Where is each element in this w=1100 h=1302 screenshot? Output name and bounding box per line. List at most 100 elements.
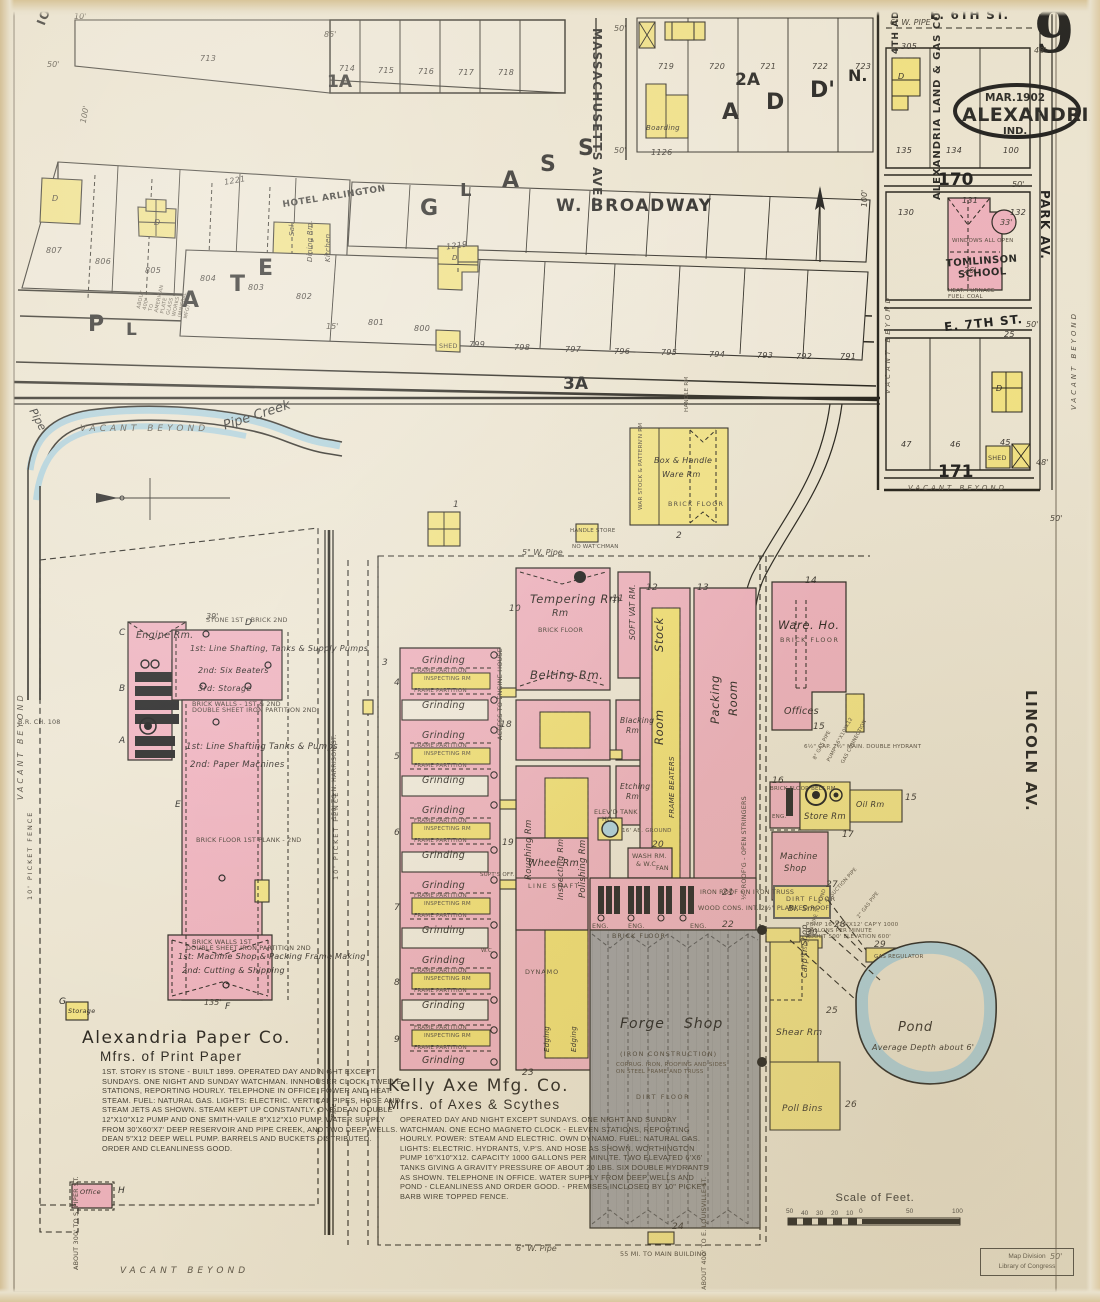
kelly-room-blacking: Blacking: [620, 716, 655, 725]
dim-50-a: 50': [47, 60, 60, 69]
label-storage-g: Storage: [68, 1007, 96, 1015]
hotel-room-dining: Dining Rm.: [306, 220, 314, 262]
paper-dim-a: 39': [206, 612, 219, 621]
kelly-frame-part-2: FRAME PARTITION: [414, 688, 467, 694]
unit-num-18: 18: [500, 720, 513, 730]
street-iowa-ave: IOWA AVE.: [34, 0, 78, 27]
title-date: MAR.1902: [985, 92, 1046, 104]
kelly-note-pipe-2: PUMP 16"x10"x12: [826, 716, 855, 763]
paper-dim-b: 135': [204, 998, 222, 1007]
scale-tick-50r: 50: [906, 1208, 914, 1215]
kelly-insp-4: Inspecting Rm: [424, 901, 471, 907]
lot-25: 25: [1004, 330, 1015, 339]
word-glass-s1: S: [540, 152, 556, 177]
unit-num-27: 27: [826, 880, 839, 890]
kelly-room-grinding-10: Grinding: [422, 1000, 466, 1011]
word-glass-g: G: [420, 196, 439, 221]
unit-num-28: 28: [834, 920, 847, 930]
note-bottom-left: ABOUT 300' TO S. PIPER ST.: [72, 1176, 80, 1270]
kelly-room-blacking-rm: Rm: [626, 726, 640, 735]
paper-room-machine-shop: 1st: Machine Shop & Packing Frame Making: [178, 952, 366, 961]
scale-tick-30: 30: [816, 1210, 824, 1217]
dim-10-a: 10': [74, 12, 87, 21]
kelly-room-grinding-2: Grinding: [422, 700, 466, 711]
unit-num-11: 11: [612, 594, 625, 604]
lot-721: 721: [760, 62, 777, 71]
unit-num-29: 29: [874, 940, 887, 950]
library-of-congress-stamp: Map Division Library of Congress: [980, 1248, 1074, 1276]
kelly-note-dirt-floor: DIRT FLOOR: [636, 1093, 691, 1101]
kelly-room-etching-rm: Rm: [626, 792, 640, 801]
kelly-frame-part-9: FRAME PARTITION: [414, 968, 467, 974]
lot-135: 135: [896, 146, 913, 155]
kelly-room-oil: Oil Rm: [856, 800, 885, 809]
dim-50-d: 50': [1012, 180, 1025, 189]
kelly-insp-1: Inspecting Rm: [424, 676, 471, 682]
kelly-note-tank-dim: 16' AB. GROUND: [622, 828, 672, 834]
dim-50-e: 50': [1026, 320, 1039, 329]
note-to-plate-works: ABOUT 400' TO AMERICAN PLATE GLASS WORKS…: [136, 284, 192, 320]
kelly-room-elev-tank-ho: Ho.: [602, 815, 615, 823]
kelly-note-blsm-dirt: DIRT FLOOR: [786, 895, 837, 903]
paper-co-title: Alexandria Paper Co.: [82, 1028, 292, 1048]
kelly-room-tempering: Tempering Rm: [530, 592, 621, 606]
unit-num-4: 4: [394, 678, 401, 688]
lot-719: 719: [658, 62, 675, 71]
scale-bar-group: Scale of Feet.: [788, 1192, 962, 1204]
kelly-room-grinding-6: Grinding: [422, 850, 466, 861]
word-glass-l: L: [460, 180, 472, 201]
kelly-room-stock-room: Room: [652, 709, 666, 745]
kelly-room-wash-wc: & W.C.: [636, 860, 659, 868]
note-bottom-center: 55 MI. TO MAIN BUILDING: [620, 1250, 707, 1258]
kelly-room-store: Store Rm: [804, 812, 846, 822]
note-picket-fence-left: 10' PICKET FENCE: [332, 790, 340, 880]
kelly-note-brick-floor-temp: BRICK FLOOR: [538, 626, 584, 634]
kelly-room-forge: Forge: [620, 1016, 665, 1032]
kelly-note-wood-cons: WOOD CONS. INT. 2½" PLANKED ROOF: [698, 904, 830, 912]
unit-num-17: 17: [842, 830, 855, 840]
unit-num-24: 24: [672, 1222, 685, 1232]
kelly-room-etching: Etching: [620, 782, 651, 791]
unit-num-14: 14: [805, 576, 818, 586]
kelly-frame-part-10: FRAME PARTITION: [414, 988, 467, 994]
word-addn-d1: D: [766, 90, 785, 115]
kelly-axe-body: OPERATED DAY AND NIGHT EXCEPT SUNDAYS. O…: [400, 1115, 709, 1201]
label-4th-addn: 4TH ADD'N.: [891, 0, 901, 54]
right-panel: [876, 10, 1053, 492]
vacant-beyond-bottom: VACANT BEYOND: [120, 1266, 250, 1276]
kelly-axe-subtitle: Mfrs. of Axes & Scythes: [388, 1097, 561, 1112]
unit-num-12: 12: [646, 583, 659, 593]
unit-num-6: 6: [394, 828, 401, 838]
kelly-axe-description: Kelly Axe Mfg. Co. Mfrs. of Axes & Scyth…: [388, 1076, 718, 1201]
lot-130: 130: [898, 208, 915, 217]
kelly-room-roughing: Roughing Rm: [524, 819, 534, 880]
lot-794: 794: [709, 350, 726, 359]
lot-793: 793: [757, 351, 774, 360]
kelly-room-bl-sm: Bl. Sm: [788, 904, 816, 913]
lot-715: 715: [378, 66, 395, 75]
scale-title: Scale of Feet.: [835, 1192, 915, 1204]
kelly-room-packing: Packing: [708, 675, 722, 724]
street-park-ave: PARK AV.: [1038, 190, 1052, 261]
dim-50-c: 50': [614, 146, 627, 155]
paper-room-storage3: 3rd: Storage: [198, 684, 252, 693]
kelly-room-poll-bins: Poll Bins: [782, 1104, 823, 1114]
lot-305: 305: [901, 42, 918, 51]
lot-806: 806: [95, 257, 112, 266]
kelly-note-brick-floor-boiler: BRICK FLOOR: [612, 932, 666, 940]
kelly-note-eng-1: ENG.: [592, 922, 609, 930]
paper-letter-h: H: [118, 1186, 125, 1196]
pipe-6in-label-b: 6" W. Pipe: [516, 1244, 557, 1253]
kelly-room-box-handle-2: Ware Rm: [662, 470, 701, 479]
block-label-2a: 2A: [735, 70, 760, 90]
scale-bar: [787, 1217, 961, 1226]
unit-num-19: 19: [502, 838, 515, 848]
label-pipe-creek-a: Pipe: [26, 406, 50, 433]
word-plate-e: E: [258, 256, 274, 281]
scale-tick-0: 0: [859, 1208, 863, 1215]
paper-letter-e: E: [175, 800, 181, 810]
kelly-note-frame-beaters: FRAME BEATERS: [668, 756, 676, 818]
kelly-room-gas-regulator: Gas Regulator: [874, 954, 924, 960]
kelly-note-eng-3: ENG.: [690, 922, 707, 930]
